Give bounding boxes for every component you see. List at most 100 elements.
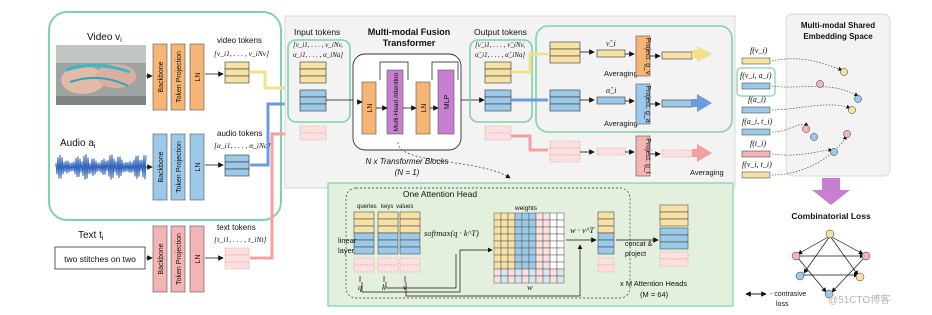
- audio-avg-token: [596, 96, 626, 105]
- head-output-stack: [659, 204, 689, 267]
- fusion-title-2: Transformer: [383, 38, 436, 48]
- f-va-label: f(v_i, a_i): [740, 71, 772, 80]
- transformer-blocks-n: (N = 1): [395, 168, 420, 177]
- text-tokens-label: text tokens: [217, 223, 256, 232]
- mlp-label: MLP: [444, 94, 451, 109]
- f-vt-label: f(v_i, t_i): [742, 160, 772, 169]
- values-label: values: [396, 204, 413, 210]
- text-backbone-box: [152, 225, 168, 293]
- attention-head-dashed-border: [345, 187, 631, 299]
- audio-backbone-label: Backbone: [158, 151, 165, 182]
- video-projection-box: [170, 43, 186, 111]
- f-a-label: f(a_i): [748, 95, 766, 104]
- k-label: k: [382, 283, 386, 292]
- audio-waveform: [55, 152, 147, 182]
- text-output-arrow: [692, 144, 712, 162]
- v-label: v: [403, 283, 407, 292]
- text-projection-box: [170, 225, 186, 293]
- text-projection-label: Token Projection: [176, 233, 183, 285]
- keys-label: keys: [381, 204, 393, 210]
- weights-matrix: [493, 212, 565, 284]
- transformer-blocks-count: N x Transformer Blocks: [366, 157, 449, 166]
- video-output-stack: [549, 41, 581, 64]
- qkv-token-stack: [353, 211, 421, 273]
- text-avg-token: [596, 147, 626, 156]
- embedding-points: [802, 68, 862, 156]
- video-backbone-box: [152, 43, 168, 111]
- heads-m-label: (M = 64): [640, 290, 669, 299]
- f-t-label: f(t_i): [750, 139, 766, 148]
- text-tokens-expr: [τ_i1, . . . , τ_iNt]: [214, 235, 267, 244]
- output-tokens-group: [469, 39, 533, 123]
- fusion-title-1: Multi-modal Fusion: [368, 27, 451, 37]
- loss-graph-nodes: [791, 229, 871, 299]
- input-tokens-expr-1: [ν_i1, . . . , ν_iNv,: [293, 41, 343, 49]
- legend-text-2: loss: [776, 301, 789, 308]
- output-tokens-expr-2: α̂_i1, . . . , α̂_iNa]: [475, 51, 525, 59]
- f-v-label: f(v_i): [750, 46, 768, 55]
- audio-label: Audio ai: [60, 138, 96, 150]
- video-label: Video vi: [87, 32, 122, 44]
- proj-t-box: [635, 135, 651, 177]
- audio-token-stack: [224, 154, 250, 177]
- fusion-ln-b-label: LN: [421, 104, 428, 113]
- wv-label: w · v^T: [570, 225, 595, 235]
- audio-output-stack: [549, 89, 581, 112]
- attention-label: Multi-Head Attention: [393, 72, 400, 131]
- weights-label: weights: [514, 205, 538, 212]
- output-tokens-title: Output tokens: [474, 27, 527, 37]
- text-label: Text ti: [78, 230, 104, 242]
- embedding-title-2: Embedding Space: [803, 32, 873, 41]
- softmax-label: softmax(q · k^T): [424, 228, 479, 238]
- text-backbone-label: Backbone: [158, 243, 165, 274]
- text-output-stack: [549, 140, 581, 163]
- linear-label: linear: [338, 236, 357, 245]
- video-tokens-expr: [ν_i1, . . . , ν_iNv]: [214, 49, 269, 58]
- output-branches-group: [535, 25, 733, 133]
- audio-backbone-box: [152, 133, 168, 201]
- proj-a-label: Project. g_a: [644, 85, 651, 122]
- text-sample-box: [54, 246, 146, 270]
- video-ln-box: [189, 43, 205, 111]
- text-ln-label: LN: [195, 255, 202, 264]
- project-label: project: [625, 251, 646, 258]
- loss-graph: [797, 235, 865, 293]
- attention-head-title: One Attention Head: [403, 189, 477, 199]
- output-tokens-expr-1: [ν̂_i1, . . . , ν̂_iNv,: [475, 41, 525, 49]
- text-embedding-token: [661, 149, 693, 158]
- q-label: q: [358, 283, 362, 292]
- mlp-box: [437, 69, 455, 135]
- audio-projection-box: [170, 133, 186, 201]
- attention-box: [386, 69, 404, 135]
- video-embedding-token: [661, 51, 693, 60]
- w-label: w: [527, 282, 533, 292]
- audio-tokens-label: audio tokens: [217, 129, 262, 138]
- layer-label: layer: [338, 246, 355, 255]
- text-token-stack: [224, 247, 250, 270]
- embedding-dotted-links: [771, 58, 859, 176]
- video-frame-image: [56, 45, 146, 105]
- audio-output-arrow: [692, 94, 712, 112]
- video-backbone-label: Backbone: [158, 61, 165, 92]
- input-token-stack: [299, 61, 327, 141]
- text-sample: two stitches on two: [64, 254, 136, 264]
- combinatorial-loss-label: Combinatorial Loss: [791, 211, 871, 221]
- proj-t-label: Project. g_t: [644, 138, 651, 173]
- audio-tokens-expr: [α_i1, . . . , α_iNa]: [214, 141, 271, 150]
- audio-embedding-token: [661, 99, 693, 108]
- video-projection-label: Token Projection: [176, 51, 183, 103]
- video-ln-label: LN: [195, 73, 202, 82]
- averaging-label-1: Averaging: [604, 69, 638, 78]
- concat-label: concat &: [625, 241, 653, 248]
- video-output-arrow: [692, 46, 712, 62]
- averaging-label-2: Averaging: [604, 119, 638, 128]
- fusion-ln-a-label: LN: [367, 104, 374, 113]
- proj-v-label: Project. g_v: [644, 38, 651, 75]
- queries-label: queries: [357, 204, 377, 210]
- loss-down-arrow: [812, 178, 850, 205]
- input-tokens-expr-2: α_i1, . . . , α_iNa]: [293, 51, 343, 59]
- heads-count-label: x M Attention Heads: [620, 279, 687, 288]
- video-tokens-label: video tokens: [217, 36, 262, 45]
- watermark: @51CTO博客: [828, 293, 890, 306]
